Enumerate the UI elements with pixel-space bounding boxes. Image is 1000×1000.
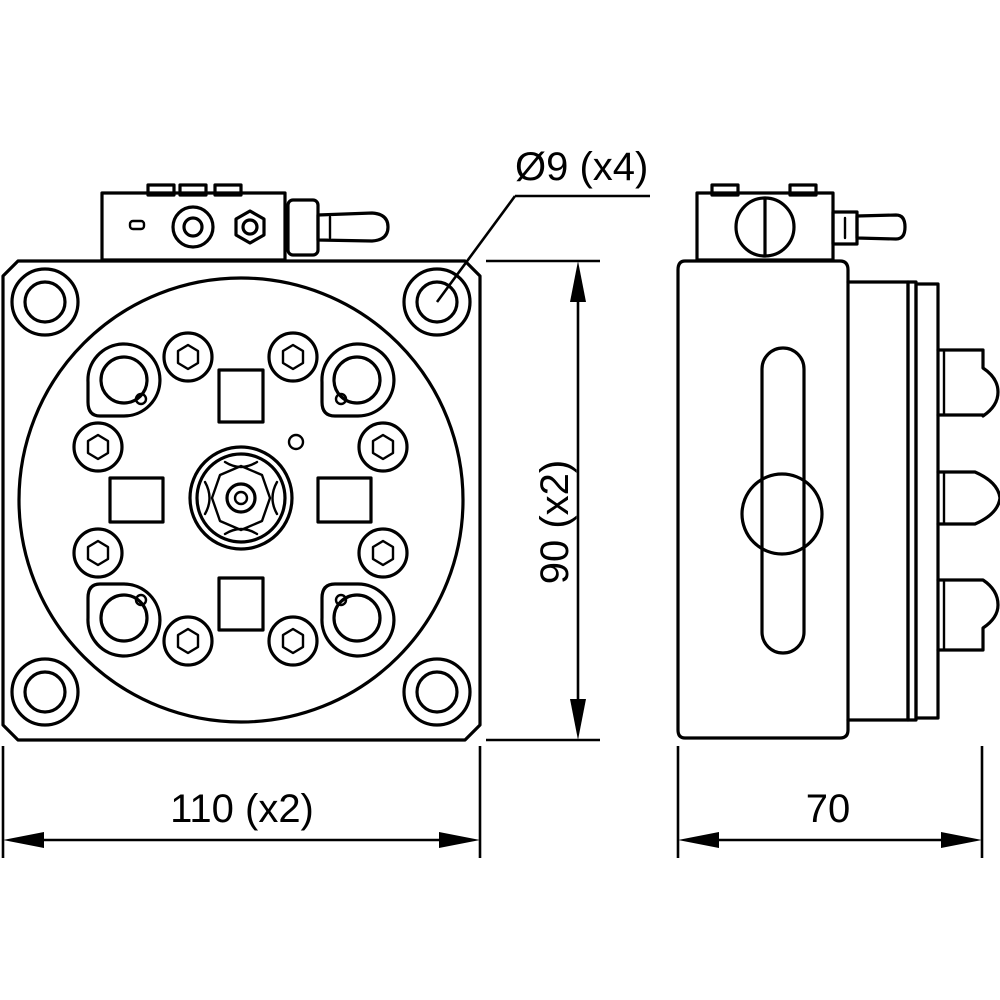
- height-dimension-label: 90 (x2): [533, 460, 577, 585]
- side-body: [676, 259, 850, 740]
- front-center-lock: [188, 445, 294, 551]
- side-view: [676, 183, 1000, 740]
- side-pins: [936, 348, 1000, 652]
- front-pin-hole: [287, 433, 305, 451]
- front-toggle-switch: [286, 198, 390, 257]
- dimension-hole-callout: Ø9 (x4): [435, 145, 650, 303]
- hole-callout-label: Ø9 (x4): [515, 145, 648, 189]
- front-view: [1, 183, 482, 742]
- front-disc: [17, 276, 465, 724]
- dimension-depth: 70: [676, 746, 984, 858]
- front-connector-block: [100, 183, 287, 262]
- front-mounting-holes: [10, 267, 472, 727]
- front-hex-bolts: [72, 331, 409, 667]
- dimension-height: 90 (x2): [486, 259, 600, 742]
- side-connector-block: [695, 183, 907, 262]
- front-square-keys: [108, 368, 373, 632]
- width-dimension-label: 110 (x2): [170, 787, 314, 831]
- front-pockets: [86, 342, 396, 658]
- front-base-plate: [1, 259, 482, 742]
- dimension-width: 110 (x2): [1, 746, 482, 858]
- side-handle: [740, 346, 824, 655]
- side-flange: [846, 280, 940, 722]
- depth-dimension-label: 70: [806, 787, 851, 831]
